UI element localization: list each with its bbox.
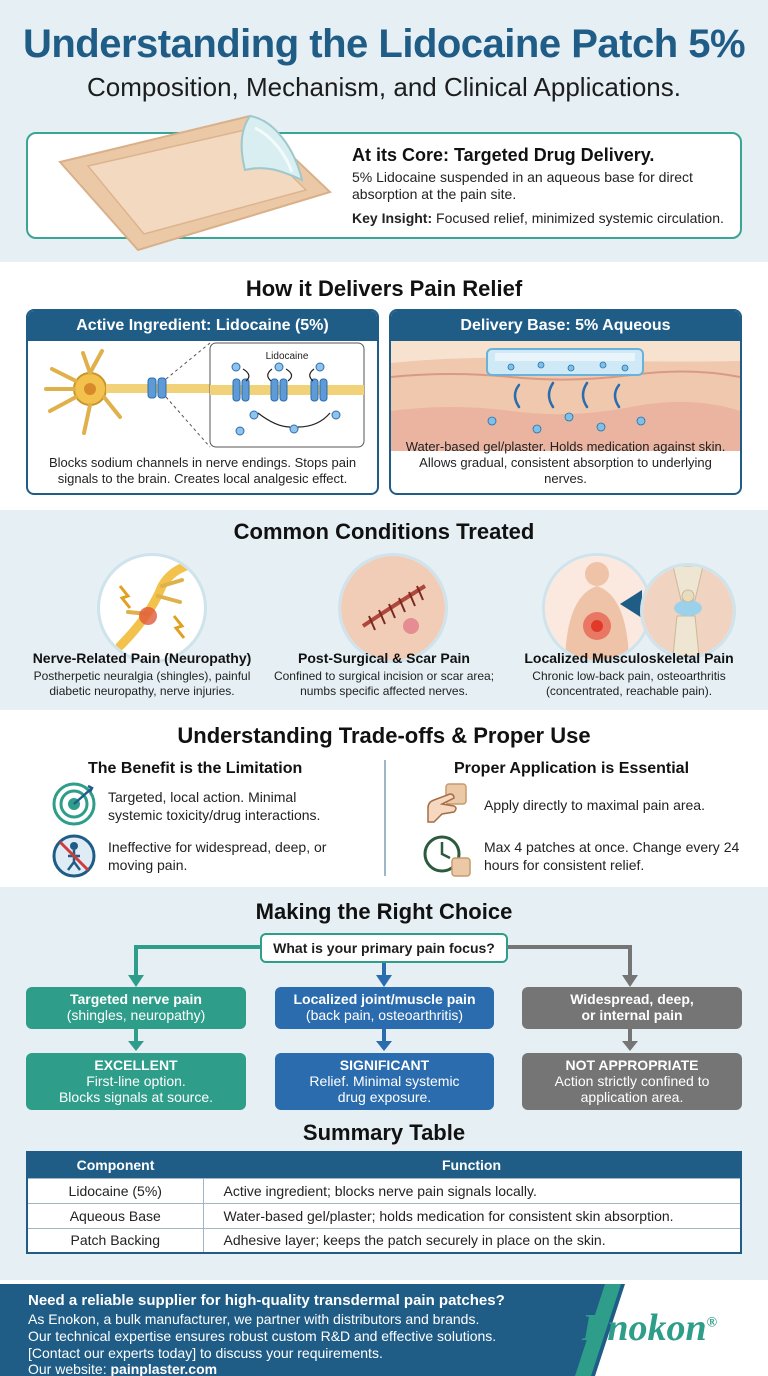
no-movement-icon	[52, 834, 96, 878]
key-insight-label: Key Insight:	[352, 210, 433, 226]
option-nerve-line1: Targeted nerve pain	[69, 991, 202, 1007]
key-insight-text: Focused relief, minimized systemic circu…	[436, 210, 724, 226]
page-title: Understanding the Lidocaine Patch 5%	[22, 22, 746, 66]
benefit-item-1: Targeted, local action. Minimal systemic…	[108, 789, 321, 823]
flow-connectors	[128, 945, 638, 987]
nerve-channel-diagram: Lidocaine	[44, 342, 365, 448]
logo-text: Enokon	[582, 1307, 707, 1349]
active-ingredient-text: Blocks sodium channels in nerve endings.…	[48, 455, 357, 486]
result-excellent-line1: First-line option.	[86, 1073, 186, 1089]
absorption-arrows	[513, 381, 621, 409]
application-title: Proper Application is Essential	[454, 760, 690, 777]
condition-2-desc: Confined to surgical incision or scar ar…	[273, 669, 495, 698]
delivery-title: How it Delivers Pain Relief	[245, 276, 523, 301]
result-not-appropriate-title: NOT APPROPRIATE	[565, 1057, 699, 1073]
option-joint-line1: Localized joint/muscle pain	[293, 991, 476, 1007]
lidocaine-molecule-icon	[231, 362, 341, 436]
option-nerve-box: Targeted nerve pain (shingles, neuropath…	[26, 987, 246, 1029]
hand-patch-icon	[427, 783, 467, 823]
table-cell: Patch Backing	[27, 1227, 204, 1253]
table-cell: Active ingredient; blocks nerve pain sig…	[203, 1177, 741, 1203]
option-widespread-line1: Widespread, deep,	[570, 991, 694, 1007]
result-connectors	[128, 1029, 638, 1051]
delivery-base-heading: Delivery Base: 5% Aqueous	[391, 311, 740, 341]
active-ingredient-heading: Active Ingredient: Lidocaine (5%)	[28, 311, 377, 341]
result-excellent-line2: Blocks signals at source.	[58, 1089, 214, 1105]
footer-heading: Need a reliable supplier for high-qualit…	[28, 1292, 505, 1309]
footer-website-label: Our website:	[28, 1361, 107, 1376]
target-icon	[52, 782, 96, 826]
application-item-1: Apply directly to maximal pain area.	[484, 797, 705, 813]
condition-1-desc: Postherpetic neuralgia (shingles), painf…	[33, 669, 251, 698]
conditions-title: Common Conditions Treated	[233, 519, 535, 544]
result-not-appropriate-box: NOT APPROPRIATE Action strictly confined…	[522, 1053, 742, 1110]
result-significant-box: SIGNIFICANT Relief. Minimal systemic dru…	[275, 1053, 494, 1110]
table-row: Lidocaine (5%) Active ingredient; blocks…	[27, 1177, 741, 1203]
footer-line-3[interactable]: [Contact our experts today] to discuss y…	[28, 1345, 383, 1361]
question-box: What is your primary pain focus?	[260, 933, 508, 963]
active-ingredient-panel: Active Ingredient: Lidocaine (5%) Lidoca…	[26, 309, 379, 495]
registered-mark: ®	[706, 1315, 718, 1331]
benefit-item-2: Ineffective for widespread, deep, or mov…	[108, 839, 327, 873]
option-joint-box: Localized joint/muscle pain (back pain, …	[275, 987, 494, 1029]
result-excellent-box: EXCELLENT First-line option. Blocks sign…	[26, 1053, 246, 1110]
table-row: Aqueous Base Water-based gel/plaster; ho…	[27, 1202, 741, 1228]
table-cell: Water-based gel/plaster; holds medicatio…	[203, 1202, 741, 1228]
table-cell: Aqueous Base	[27, 1202, 204, 1228]
delivery-base-text: Water-based gel/plaster. Holds medicatio…	[405, 439, 726, 486]
option-joint-line2: (back pain, osteoarthritis)	[305, 1007, 464, 1023]
patch-illustration	[58, 114, 332, 252]
delivery-base-panel: Delivery Base: 5% Aqueous Water-based ge…	[389, 309, 742, 495]
back-pain-icon	[542, 553, 652, 663]
table-header-row: Component Function	[27, 1152, 741, 1178]
summary-table: Component Function Lidocaine (5%) Active…	[26, 1151, 742, 1254]
knee-icon	[640, 563, 736, 659]
tradeoff-title: Understanding Trade-offs & Proper Use	[177, 723, 591, 748]
result-excellent-title: EXCELLENT	[94, 1057, 178, 1073]
condition-2-title: Post-Surgical & Scar Pain	[298, 650, 470, 666]
scar-icon	[338, 553, 448, 663]
patch-icon	[486, 348, 644, 376]
result-not-appropriate-line2: application area.	[580, 1089, 684, 1105]
neuron-icon	[44, 349, 286, 435]
option-nerve-line2: (shingles, neuropathy)	[66, 1007, 206, 1023]
enokon-logo: Enokon®	[582, 1306, 717, 1350]
result-significant-title: SIGNIFICANT	[339, 1057, 430, 1073]
option-widespread-box: Widespread, deep, or internal pain	[522, 987, 742, 1029]
skin-absorption-diagram	[391, 341, 740, 451]
table-cell: Adhesive layer; keeps the patch securely…	[203, 1227, 741, 1253]
option-widespread-line2: or internal pain	[581, 1007, 683, 1023]
column-divider	[384, 760, 386, 876]
application-item-2: Max 4 patches at once. Change every 24 h…	[484, 839, 740, 873]
result-significant-line1: Relief. Minimal systemic	[309, 1073, 460, 1089]
footer-line-1: As Enokon, a bulk manufacturer, we partn…	[28, 1311, 480, 1327]
table-row: Patch Backing Adhesive layer; keeps the …	[27, 1227, 741, 1253]
pointer-triangle-icon	[620, 590, 642, 618]
footer-website-link[interactable]: painplaster.com	[110, 1361, 218, 1376]
condition-3-title: Localized Musculoskeletal Pain	[524, 650, 734, 666]
footer-logo-background	[575, 1284, 768, 1376]
table-cell: Lidocaine (5%)	[27, 1177, 204, 1203]
core-card-heading: At its Core: Targeted Drug Delivery.	[352, 145, 655, 165]
core-card-body: 5% Lidocaine suspended in an aqueous bas…	[352, 169, 693, 202]
lidocaine-diagram-label: Lidocaine	[266, 351, 309, 362]
sodium-channel-icon	[147, 377, 167, 399]
table-header-component: Component	[27, 1152, 203, 1178]
table-header-function: Function	[203, 1152, 741, 1178]
page-subtitle: Composition, Mechanism, and Clinical App…	[87, 72, 681, 102]
summary-title: Summary Table	[302, 1120, 466, 1145]
choice-title: Making the Right Choice	[255, 899, 513, 924]
condition-1-title: Nerve-Related Pain (Neuropathy)	[32, 650, 252, 666]
result-not-appropriate-line1: Action strictly confined to	[554, 1073, 710, 1089]
benefit-title: The Benefit is the Limitation	[88, 760, 303, 777]
footer-line-2: Our technical expertise ensures robust c…	[28, 1328, 497, 1344]
core-card-insight: Key Insight: Focused relief, minimized s…	[352, 210, 737, 226]
clock-patch-icon	[423, 835, 471, 877]
result-significant-line2: drug exposure.	[337, 1089, 432, 1105]
nerve-icon	[97, 553, 207, 663]
condition-3-desc: Chronic low-back pain, osteoarthritis (c…	[532, 669, 726, 698]
footer-website-line: Our website: painplaster.com	[28, 1361, 217, 1376]
